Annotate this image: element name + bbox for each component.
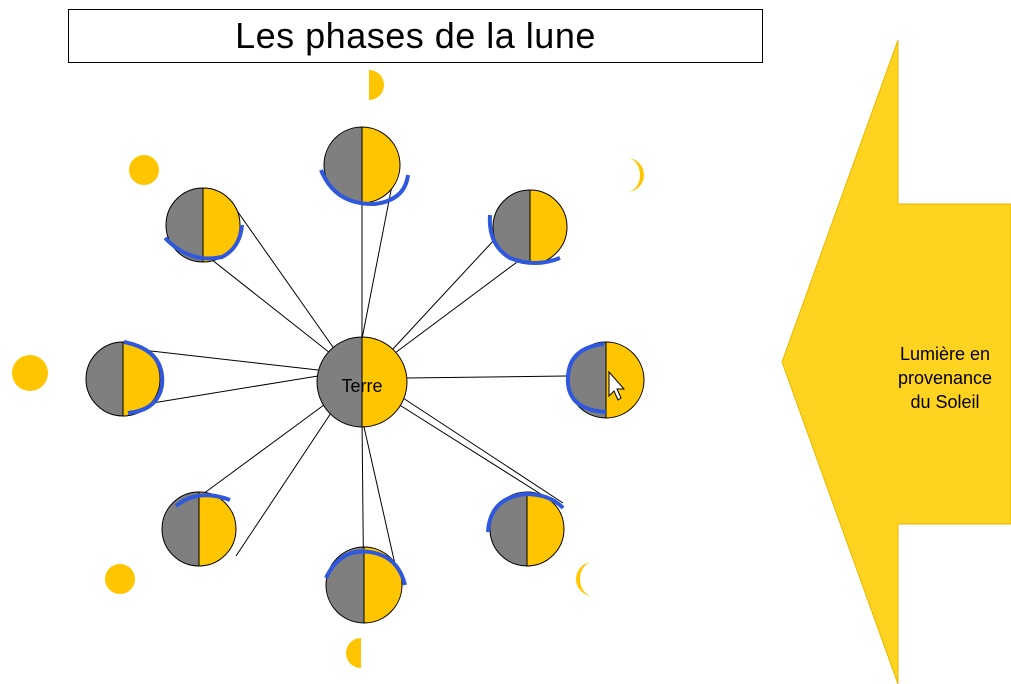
sunlight-arrow — [781, 39, 1011, 684]
moon-bottom-left — [161, 491, 237, 567]
earth-label: Terre — [341, 376, 383, 396]
moon-bottom — [324, 546, 407, 624]
sunlight-label-line-3: du Soleil — [910, 392, 980, 412]
moon-left — [85, 340, 165, 417]
moon-top-left — [163, 187, 244, 263]
mouse-cursor-icon — [608, 370, 626, 401]
moon-right — [565, 341, 645, 419]
diagram-title: Les phases de la lune — [235, 15, 596, 56]
title-box: Les phases de la lune — [68, 9, 763, 63]
sunlight-label-line-1: Lumière en — [899, 344, 991, 364]
moon-top-right — [487, 189, 568, 265]
phase-waxing-crescent-icon — [627, 158, 644, 192]
phase-last-quarter-icon — [346, 638, 361, 668]
sunlight-label: Lumière en provenance du Soleil — [855, 342, 1011, 414]
moon-top — [319, 126, 410, 207]
sunlight-label-line-2: provenance — [897, 368, 993, 388]
earth — [316, 336, 408, 428]
phase-full-moon-icon-bottom-left — [105, 564, 135, 594]
phase-full-moon-icon-top-left — [129, 155, 159, 185]
phase-full-moon-icon-left — [12, 355, 48, 391]
phase-first-quarter-icon — [369, 70, 384, 100]
moon-bottom-right — [486, 491, 565, 567]
phase-waning-crescent-icon — [576, 562, 593, 596]
